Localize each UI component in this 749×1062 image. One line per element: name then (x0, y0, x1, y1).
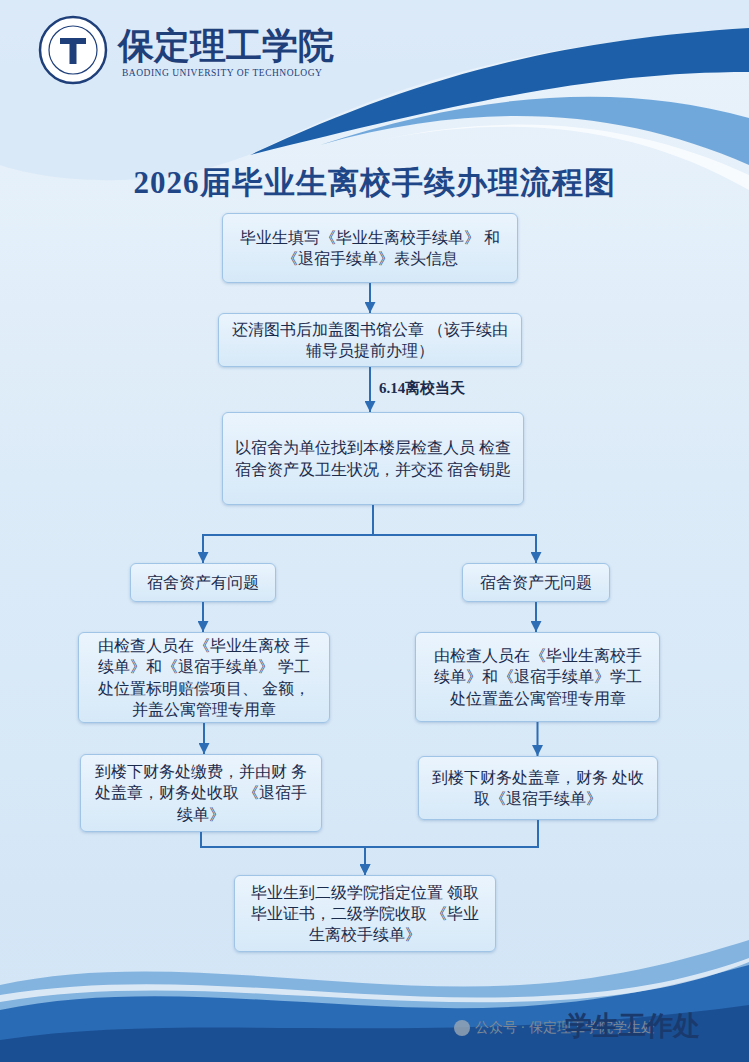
flow-arrow (537, 722, 539, 756)
watermark-icon (454, 1020, 470, 1036)
box-text: 到楼下财务处盖章，财务 处收取《退宿手续单》 (431, 767, 645, 809)
box-text: 还清图书后加盖图书馆公章 （该手续由辅导员提前办理） (231, 319, 509, 361)
diagram-title: 2026届毕业生离校手续办理流程图 (0, 162, 749, 204)
process-box: 以宿舍为单位找到本楼层检查人员 检查宿舍资产及卫生状况，并交还 宿舍钥匙 (222, 412, 524, 505)
flow-arrow (535, 602, 537, 632)
edge-label: 6.14离校当天 (379, 379, 465, 398)
box-text: 由检查人员在《毕业生离校 手续单》和《退宿手续单》 学工处位置标明赔偿项目、 金… (91, 635, 317, 719)
top-wave-light (0, 0, 749, 180)
logo-emblem (40, 17, 106, 83)
bottom-wave-mid (0, 965, 749, 1062)
flow-arrow (203, 723, 205, 754)
logo-mark (60, 38, 86, 64)
box-text: 毕业生到二级学院指定位置 领取毕业证书，二级学院收取 《毕业生离校手续单》 (247, 882, 483, 945)
school-name-english: BAODING UNIVERSITY OF TECHNOLOGY (122, 68, 322, 78)
logo-inner-ring (49, 26, 97, 74)
box-text: 以宿舍为单位找到本楼层检查人员 检查宿舍资产及卫生状况，并交还 宿舍钥匙 (235, 437, 511, 479)
bottom-wave-light (0, 940, 749, 1062)
process-box: 毕业生填写《毕业生离校手续单》 和《退宿手续单》表头信息 (222, 213, 518, 283)
box-text: 宿舍资产有问题 (143, 572, 263, 593)
bottom-wave-dark (0, 1005, 749, 1062)
department-name: 学生工作处 (565, 1008, 700, 1044)
flow-arrow (373, 505, 536, 563)
box-text: 到楼下财务处缴费，并由财 务处盖章，财务处收取 《退宿手续单》 (93, 761, 309, 824)
school-name: 保定理工学院 (118, 22, 334, 71)
box-text: 宿舍资产无问题 (475, 572, 597, 593)
flow-arrow (203, 505, 373, 563)
box-text: 由检查人员在《毕业生离校手 续单》和《退宿手续单》学工 处位置盖公寓管理专用章 (428, 645, 647, 708)
bottom-wave-highlight (0, 958, 749, 1002)
flow-arrow (369, 367, 371, 412)
process-box: 由检查人员在《毕业生离校 手续单》和《退宿手续单》 学工处位置标明赔偿项目、 金… (78, 632, 330, 723)
process-box: 毕业生到二级学院指定位置 领取毕业证书，二级学院收取 《毕业生离校手续单》 (234, 875, 496, 952)
process-box: 由检查人员在《毕业生离校手 续单》和《退宿手续单》学工 处位置盖公寓管理专用章 (415, 632, 660, 722)
box-text: 毕业生填写《毕业生离校手续单》 和《退宿手续单》表头信息 (235, 227, 505, 269)
flow-arrow (365, 820, 538, 875)
connector-group (201, 283, 538, 875)
logo-ring (40, 17, 106, 83)
flow-arrow (202, 602, 204, 632)
process-box: 还清图书后加盖图书馆公章 （该手续由辅导员提前办理） (218, 313, 522, 367)
flow-arrow (369, 283, 371, 313)
process-box: 到楼下财务处缴费，并由财 务处盖章，财务处收取 《退宿手续单》 (80, 754, 322, 832)
process-box: 到楼下财务处盖章，财务 处收取《退宿手续单》 (418, 756, 658, 820)
condition-box: 宿舍资产有问题 (130, 563, 276, 602)
condition-box: 宿舍资产无问题 (462, 563, 610, 602)
flow-arrow (201, 832, 365, 875)
